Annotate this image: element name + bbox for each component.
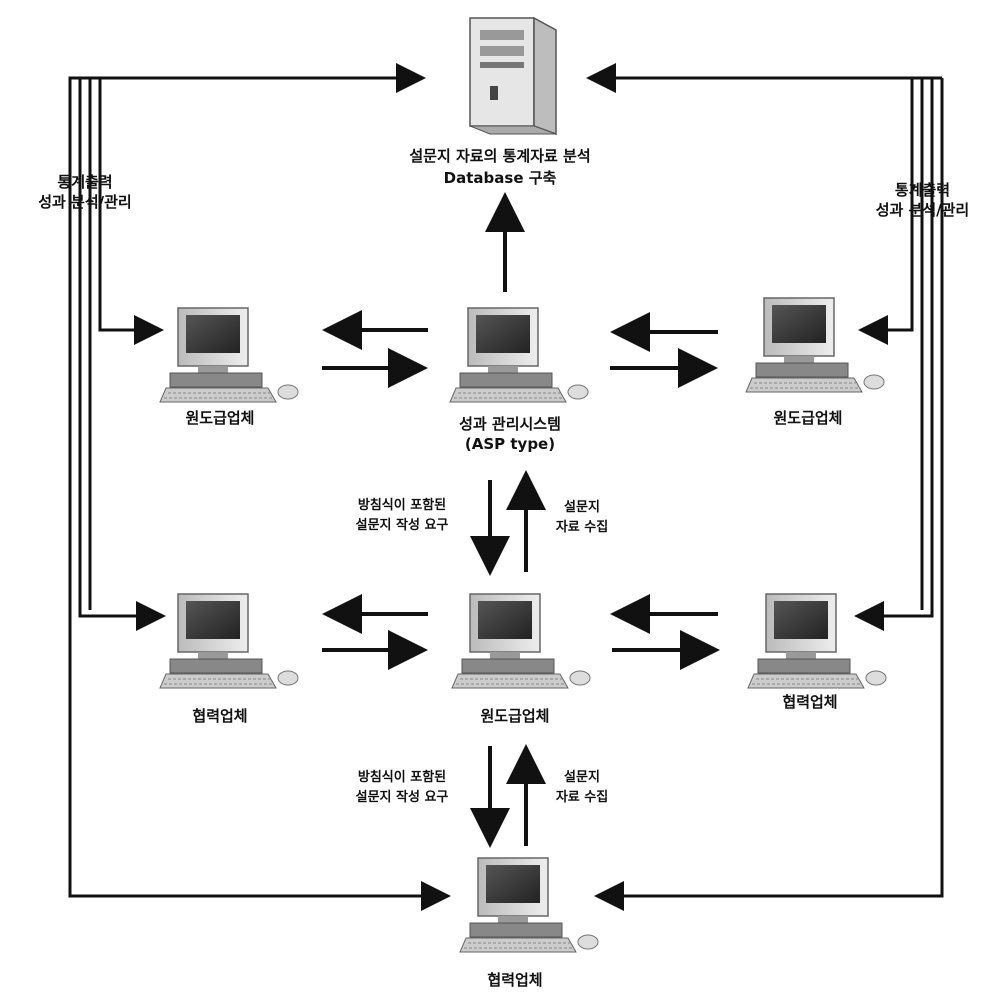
right-side-label-line1: 통계출력 (840, 180, 1005, 200)
database-caption-line1: 설문지 자료의 통계자료 분석 (330, 145, 670, 167)
computer-icon-row1-left (160, 308, 298, 402)
database-caption-line2: Database 구축 (330, 167, 670, 189)
database-caption: 설문지 자료의 통계자료 분석 Database 구축 (330, 145, 670, 189)
computer-icon-row2-right (748, 594, 886, 688)
computer-icon-row1-right (746, 298, 884, 392)
server-tower-icon (470, 18, 556, 134)
lower-collect-label-line2: 자료 수집 (532, 788, 632, 808)
right-side-label: 통계출력 성과 분석/관리 (840, 180, 1005, 220)
upper-request-label-line2: 설문지 작성 요구 (322, 516, 482, 536)
right-side-label-line2: 성과 분석/관리 (840, 200, 1005, 220)
node-label-row2-left: 협력업체 (140, 706, 300, 726)
upper-collect-label: 설문지 자료 수집 (532, 498, 632, 538)
node-label-row1-right: 원도급업체 (728, 408, 888, 428)
left-side-label-line2: 성과 분석/관리 (0, 192, 170, 212)
node-label-row2-right: 협력업체 (730, 692, 890, 712)
computer-icon-row2-left (160, 594, 298, 688)
computer-icon-row2-center (452, 594, 590, 688)
upper-collect-label-line2: 자료 수집 (532, 518, 632, 538)
upper-vertical-arrows (490, 478, 526, 572)
upper-collect-label-line1: 설문지 (532, 498, 632, 518)
lower-vertical-arrows (490, 746, 526, 846)
node-label-row2-center: 원도급업체 (430, 706, 600, 726)
lower-request-label-line2: 설문지 작성 요구 (322, 788, 482, 808)
lower-request-label-line1: 방침식이 포함된 (322, 768, 482, 788)
node-label-center: 성과 관리시스템 (ASP type) (420, 414, 600, 454)
left-side-label: 통계출력 성과 분석/관리 (0, 172, 170, 212)
node-label-center-line2: (ASP type) (420, 434, 600, 454)
node-label-row1-left: 원도급업체 (140, 408, 300, 428)
left-side-label-line1: 통계출력 (0, 172, 170, 192)
lower-request-label: 방침식이 포함된 설문지 작성 요구 (322, 768, 482, 808)
node-label-bottom: 협력업체 (440, 970, 590, 990)
computer-icon-bottom (460, 858, 598, 952)
node-label-center-line1: 성과 관리시스템 (420, 414, 600, 434)
computer-icon-center (450, 308, 588, 402)
lower-collect-label: 설문지 자료 수집 (532, 768, 632, 808)
upper-request-label-line1: 방침식이 포함된 (322, 496, 482, 516)
lower-collect-label-line1: 설문지 (532, 768, 632, 788)
upper-request-label: 방침식이 포함된 설문지 작성 요구 (322, 496, 482, 536)
